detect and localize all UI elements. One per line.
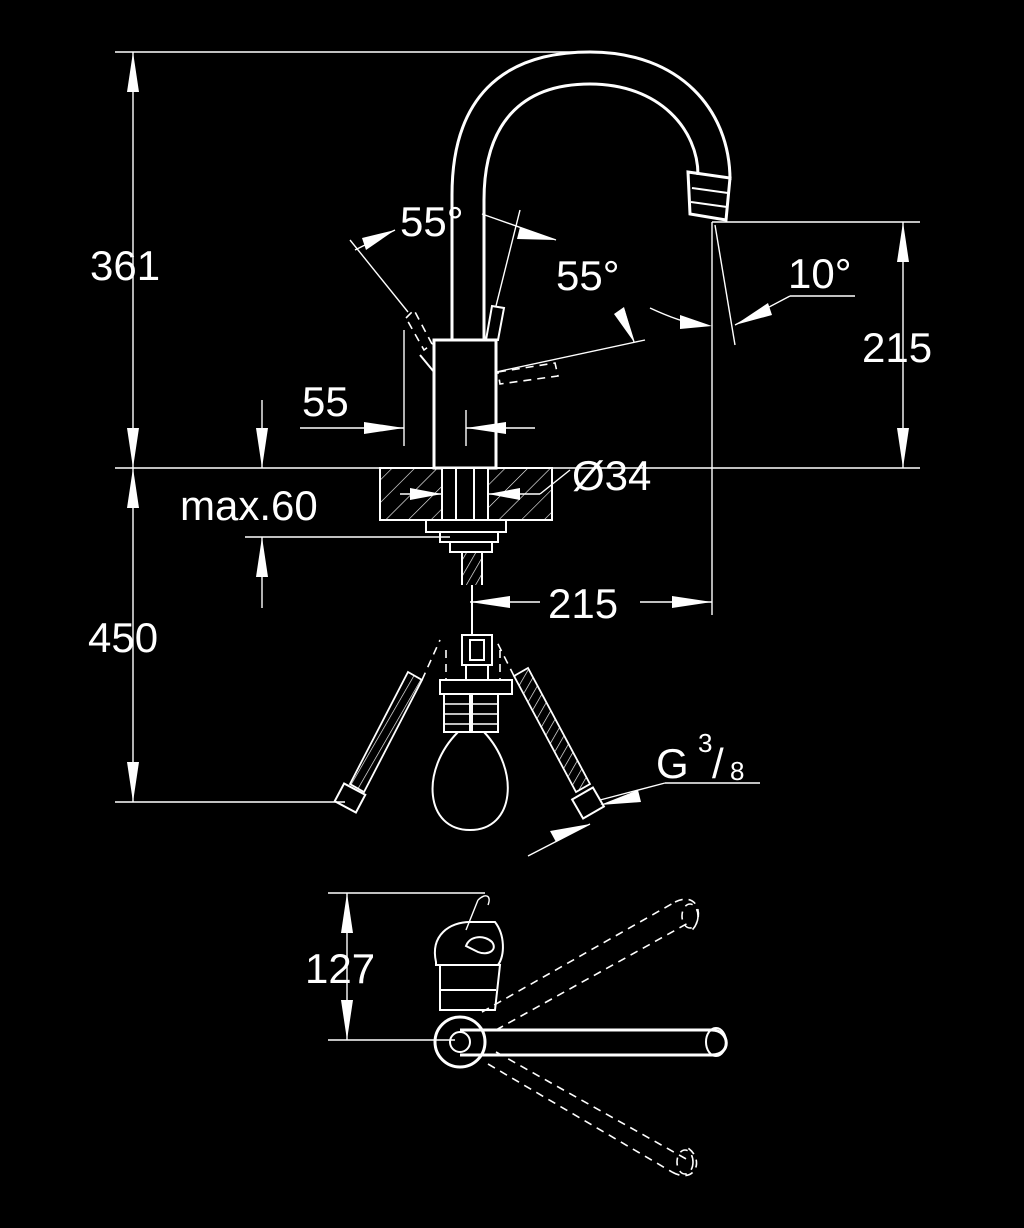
- height-above-label: 361: [90, 242, 160, 289]
- height-dimension-361: [115, 51, 590, 468]
- handle-offset-label: 55: [302, 378, 349, 425]
- height-dimension-450: [115, 468, 345, 803]
- max-thickness-dimension: [245, 400, 450, 608]
- spout-reach-dimension: [470, 596, 712, 608]
- mounting-assembly: [425, 519, 507, 635]
- handle-angle-left-label: 55°: [400, 198, 464, 245]
- lever-handle-left-position: [349, 229, 434, 352]
- plan-spout-swivel-up: [481, 898, 700, 1031]
- handle-offset-dimension: [300, 330, 535, 446]
- hole-diameter-label: Ø34: [572, 452, 651, 499]
- plan-body: [433, 895, 504, 1011]
- lever-handle-right-position: [495, 307, 712, 385]
- connection-thread-numerator: 3: [698, 728, 712, 758]
- spout-angle-label: 55°: [556, 252, 620, 299]
- hose-connector: [439, 634, 513, 733]
- spout-reach-label: 215: [548, 580, 618, 627]
- front-elevation: 361 450: [88, 50, 932, 857]
- faucet-body: [419, 338, 498, 470]
- connection-thread-prefix: G: [656, 740, 689, 787]
- height-below-label: 450: [88, 614, 158, 661]
- outlet-height-label: 215: [862, 324, 932, 371]
- connection-thread-slash: /: [712, 740, 724, 787]
- outlet-height-dimension: [712, 221, 920, 468]
- spout: [450, 50, 732, 340]
- plan-spout-swivel-down: [487, 1051, 698, 1177]
- connection-thread-denominator: 8: [730, 756, 744, 786]
- pull-out-hose-loop: [431, 731, 509, 832]
- connection-thread-dimension: [527, 782, 760, 857]
- spout-tilt-label: 10°: [788, 250, 852, 297]
- max-thickness-label: max.60: [180, 482, 318, 529]
- spout-tilt-dimension: [714, 224, 855, 346]
- plan-depth-label: 127: [305, 945, 375, 992]
- supply-hose-left: [333, 639, 441, 814]
- supply-hose-right: [495, 639, 606, 820]
- plan-view: 127: [305, 892, 728, 1177]
- plan-spout: [433, 1015, 728, 1069]
- hole-diameter-dimension: [400, 469, 571, 500]
- lever-handle: [481, 209, 557, 341]
